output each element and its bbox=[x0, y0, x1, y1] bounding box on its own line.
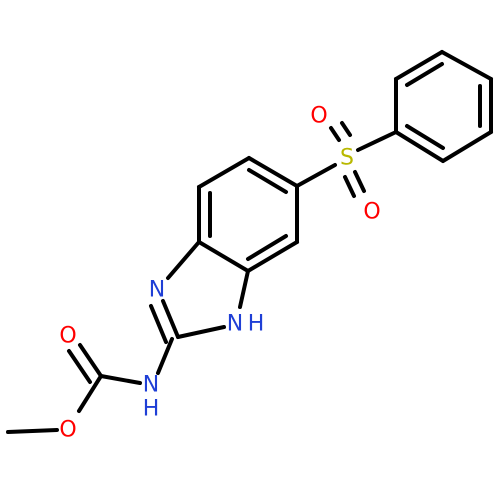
bond-c-o-single bbox=[77, 374, 103, 413]
bond-c2-nh bbox=[156, 337, 174, 375]
carbonyl-oxygen-label: O bbox=[59, 324, 76, 349]
bond-imid-1 bbox=[166, 240, 201, 280]
bond-phenyl-5 bbox=[394, 130, 445, 163]
amide-h-label: H bbox=[143, 397, 160, 422]
bond-s-o-upper-a bbox=[329, 126, 341, 142]
bond-imid-4 bbox=[238, 269, 250, 309]
amide-n-label: N bbox=[143, 373, 159, 398]
bond-c-o-double-a bbox=[78, 343, 103, 378]
bond-phenyl-inner-1 bbox=[405, 62, 444, 87]
bond-phenyl-inner-3 bbox=[405, 124, 445, 150]
ring-nitrogen-label: N bbox=[149, 278, 165, 303]
bond-imid-2 bbox=[161, 299, 180, 339]
sulfur-label: S bbox=[340, 146, 354, 171]
bond-o-methyl bbox=[6, 428, 59, 434]
bond-phenyl-1 bbox=[394, 50, 444, 81]
bond-s-benzene bbox=[295, 163, 337, 188]
bond-s-o-upper-b bbox=[340, 121, 352, 137]
bond-imid-3 bbox=[176, 325, 226, 339]
atom-labels: S O O N N H N H O O bbox=[59, 104, 380, 443]
bonds bbox=[6, 50, 493, 434]
ring-nh-n-label: N bbox=[227, 312, 243, 337]
bond-imid-2b bbox=[149, 304, 168, 344]
bond-nh-carbonyl bbox=[99, 374, 142, 385]
bond-phenyl-4 bbox=[441, 130, 493, 163]
ring-nh-h-label: H bbox=[248, 312, 265, 337]
bond-s-o-lower-a bbox=[343, 175, 356, 198]
bond-benz-inner-3 bbox=[246, 234, 288, 261]
bond-s-o-lower-b bbox=[353, 170, 366, 193]
bond-benz-2 bbox=[197, 156, 251, 189]
bond-benz-1 bbox=[247, 156, 299, 188]
sulfonyl-oxygen-upper-label: O bbox=[310, 104, 327, 129]
bond-benz-4 bbox=[197, 240, 250, 273]
ester-oxygen-label: O bbox=[59, 418, 76, 443]
sulfonyl-oxygen-lower-label: O bbox=[363, 200, 380, 225]
bond-phenyl-2 bbox=[440, 50, 493, 81]
bond-s-phenyl bbox=[356, 130, 398, 152]
bond-benz-inner-1 bbox=[247, 168, 288, 194]
bond-c-o-double-b bbox=[67, 349, 92, 384]
bond-benz-5 bbox=[246, 240, 299, 273]
